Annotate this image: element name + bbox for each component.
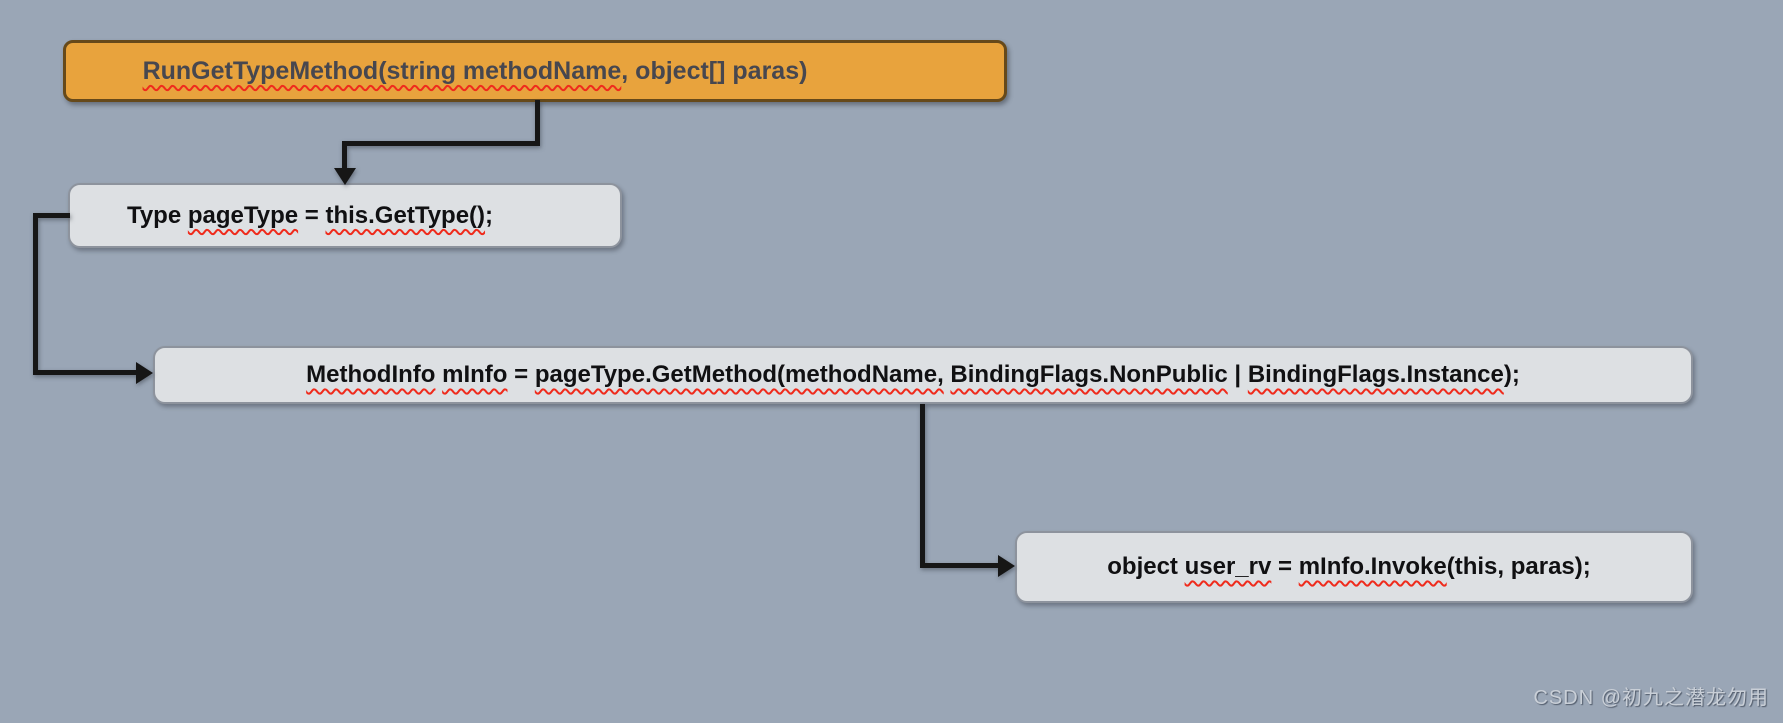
code-text-segment: this.GetType() xyxy=(325,201,486,229)
flow-node-run-get-type-method-label: RunGetTypeMethod(string methodName, obje… xyxy=(143,57,808,86)
code-text-segment: Type xyxy=(126,201,188,229)
connector-segment xyxy=(33,213,70,218)
code-text-segment: ); xyxy=(1503,361,1520,388)
connector-segment xyxy=(33,370,136,375)
code-text-segment: , object[] paras) xyxy=(621,56,808,85)
code-text-segment: user_rv xyxy=(1184,553,1272,580)
flow-node-get-type: Type pageType = this.GetType(); xyxy=(68,183,622,248)
code-text-segment: | xyxy=(1227,361,1248,388)
flow-node-invoke-label: object user_rv = mInfo.Invoke(this, para… xyxy=(1107,553,1591,581)
flow-node-invoke: object user_rv = mInfo.Invoke(this, para… xyxy=(1015,531,1693,603)
code-text-segment: pageType xyxy=(187,201,299,229)
code-text-segment: mInfo.Invoke xyxy=(1298,553,1447,580)
connector-segment xyxy=(33,213,38,375)
code-text-segment: (this, paras); xyxy=(1446,553,1591,580)
connector-segment xyxy=(920,563,999,568)
code-text-segment: mInfo xyxy=(442,361,508,388)
flow-node-get-type-label: Type pageType = this.GetType(); xyxy=(127,202,493,230)
csdn-watermark: CSDN @初九之潜龙勿用 xyxy=(1533,687,1769,709)
code-text-segment: object xyxy=(1107,553,1185,580)
connector-segment xyxy=(342,141,540,146)
code-text-segment: = xyxy=(507,361,535,388)
code-text-segment: = xyxy=(298,201,326,229)
code-text-segment: pageType.GetMethod(methodName, xyxy=(534,361,944,388)
flow-node-run-get-type-method: RunGetTypeMethod(string methodName, obje… xyxy=(63,40,1007,102)
code-text-segment: ; xyxy=(485,201,494,229)
connector-segment xyxy=(535,100,540,146)
arrowhead-right-icon xyxy=(136,362,153,384)
code-text-segment: BindingFlags.Instance xyxy=(1247,361,1504,388)
code-text-segment: = xyxy=(1271,553,1299,580)
flow-node-get-method-label: MethodInfo mInfo = pageType.GetMethod(me… xyxy=(306,361,1520,389)
code-text-segment: BindingFlags.NonPublic xyxy=(950,361,1228,388)
connector-segment xyxy=(920,404,925,568)
arrowhead-down-icon xyxy=(334,168,356,185)
connector-segment xyxy=(342,141,347,171)
arrowhead-right-icon xyxy=(998,555,1015,577)
code-text-segment: RunGetTypeMethod(string methodName xyxy=(142,56,622,85)
flow-node-get-method: MethodInfo mInfo = pageType.GetMethod(me… xyxy=(153,346,1693,404)
code-text-segment: MethodInfo xyxy=(306,361,436,388)
